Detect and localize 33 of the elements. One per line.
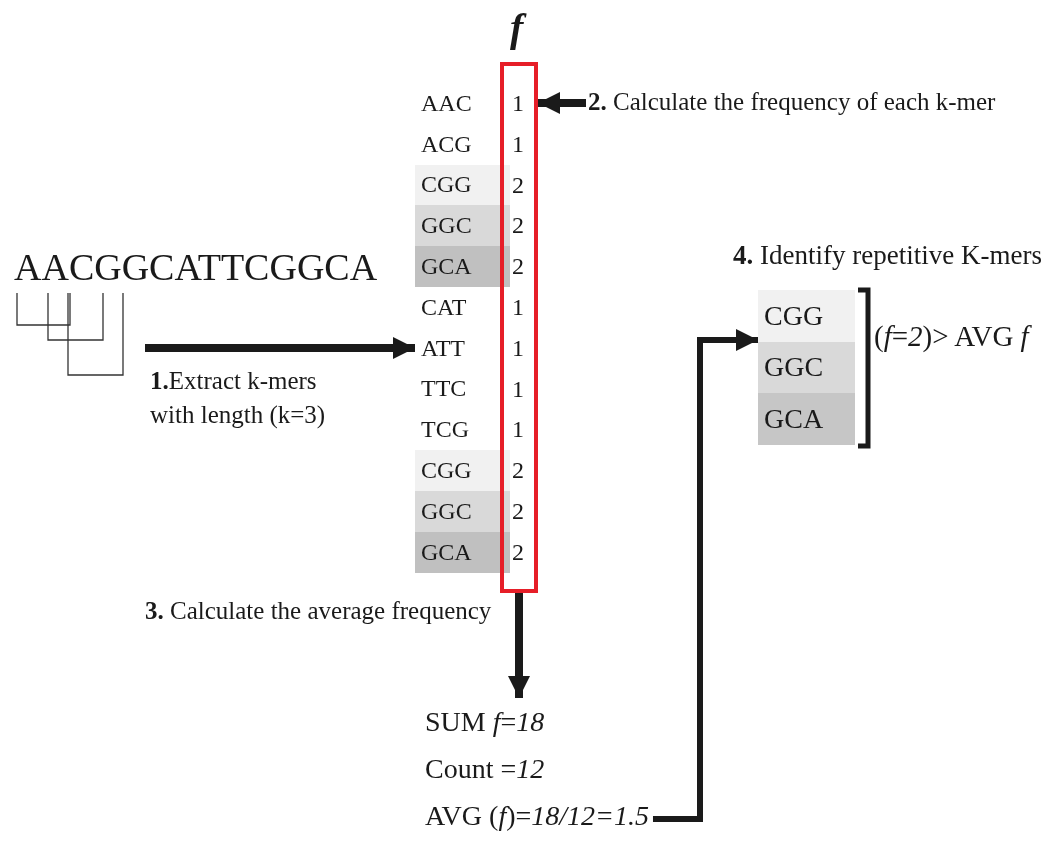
calculation-line: SUM f=18 bbox=[425, 705, 546, 739]
calculation-line: Count =12 bbox=[425, 752, 546, 786]
kmer-cell-text: ATT bbox=[420, 333, 466, 363]
frequency-value: 1 bbox=[512, 376, 524, 401]
kmer-cell: CGG bbox=[415, 164, 510, 206]
frequency-value: 2 bbox=[512, 213, 524, 238]
frequency-value: 2 bbox=[512, 499, 524, 523]
kmer-cell: GGC bbox=[415, 490, 510, 532]
frequency-value: 2 bbox=[512, 458, 524, 483]
frequency-value: 1 bbox=[512, 295, 524, 319]
kmer-cell-text: TTC bbox=[420, 374, 468, 404]
kmer-cell: GCA bbox=[758, 393, 855, 445]
kmer-cell: GGC bbox=[415, 205, 510, 247]
kmer-cell-text: ACG bbox=[420, 129, 473, 159]
kmer-cell: CGG bbox=[415, 450, 510, 491]
frequency-value: 2 bbox=[512, 254, 524, 279]
kmer-cell: CGG bbox=[758, 290, 855, 342]
step-heading: 4. Identify repetitive K-mers bbox=[733, 242, 1042, 269]
frequency-value: 1 bbox=[512, 417, 524, 442]
frequency-value: 2 bbox=[512, 172, 524, 197]
kmer-cell: GGC bbox=[758, 341, 855, 393]
frequency-value: 1 bbox=[512, 335, 524, 360]
frequency-value: 2 bbox=[512, 539, 524, 564]
dna-sequence: AACGGCATTCGGCA bbox=[14, 248, 378, 286]
calculation-line: AVG (f)=18/12=1.5 bbox=[425, 799, 649, 833]
frequency-value: 1 bbox=[512, 131, 524, 156]
kmer-cell-text: TCG bbox=[420, 415, 470, 445]
frequency-value: 1 bbox=[512, 91, 524, 115]
step-text: 2. Calculate the frequency of each k-mer bbox=[588, 88, 996, 115]
kmer-cell-text: CAT bbox=[420, 292, 468, 322]
kmer-cell: GCA bbox=[415, 531, 510, 573]
kmer-cell-text: AAC bbox=[420, 88, 473, 118]
kmer-cell: GCA bbox=[415, 246, 510, 287]
